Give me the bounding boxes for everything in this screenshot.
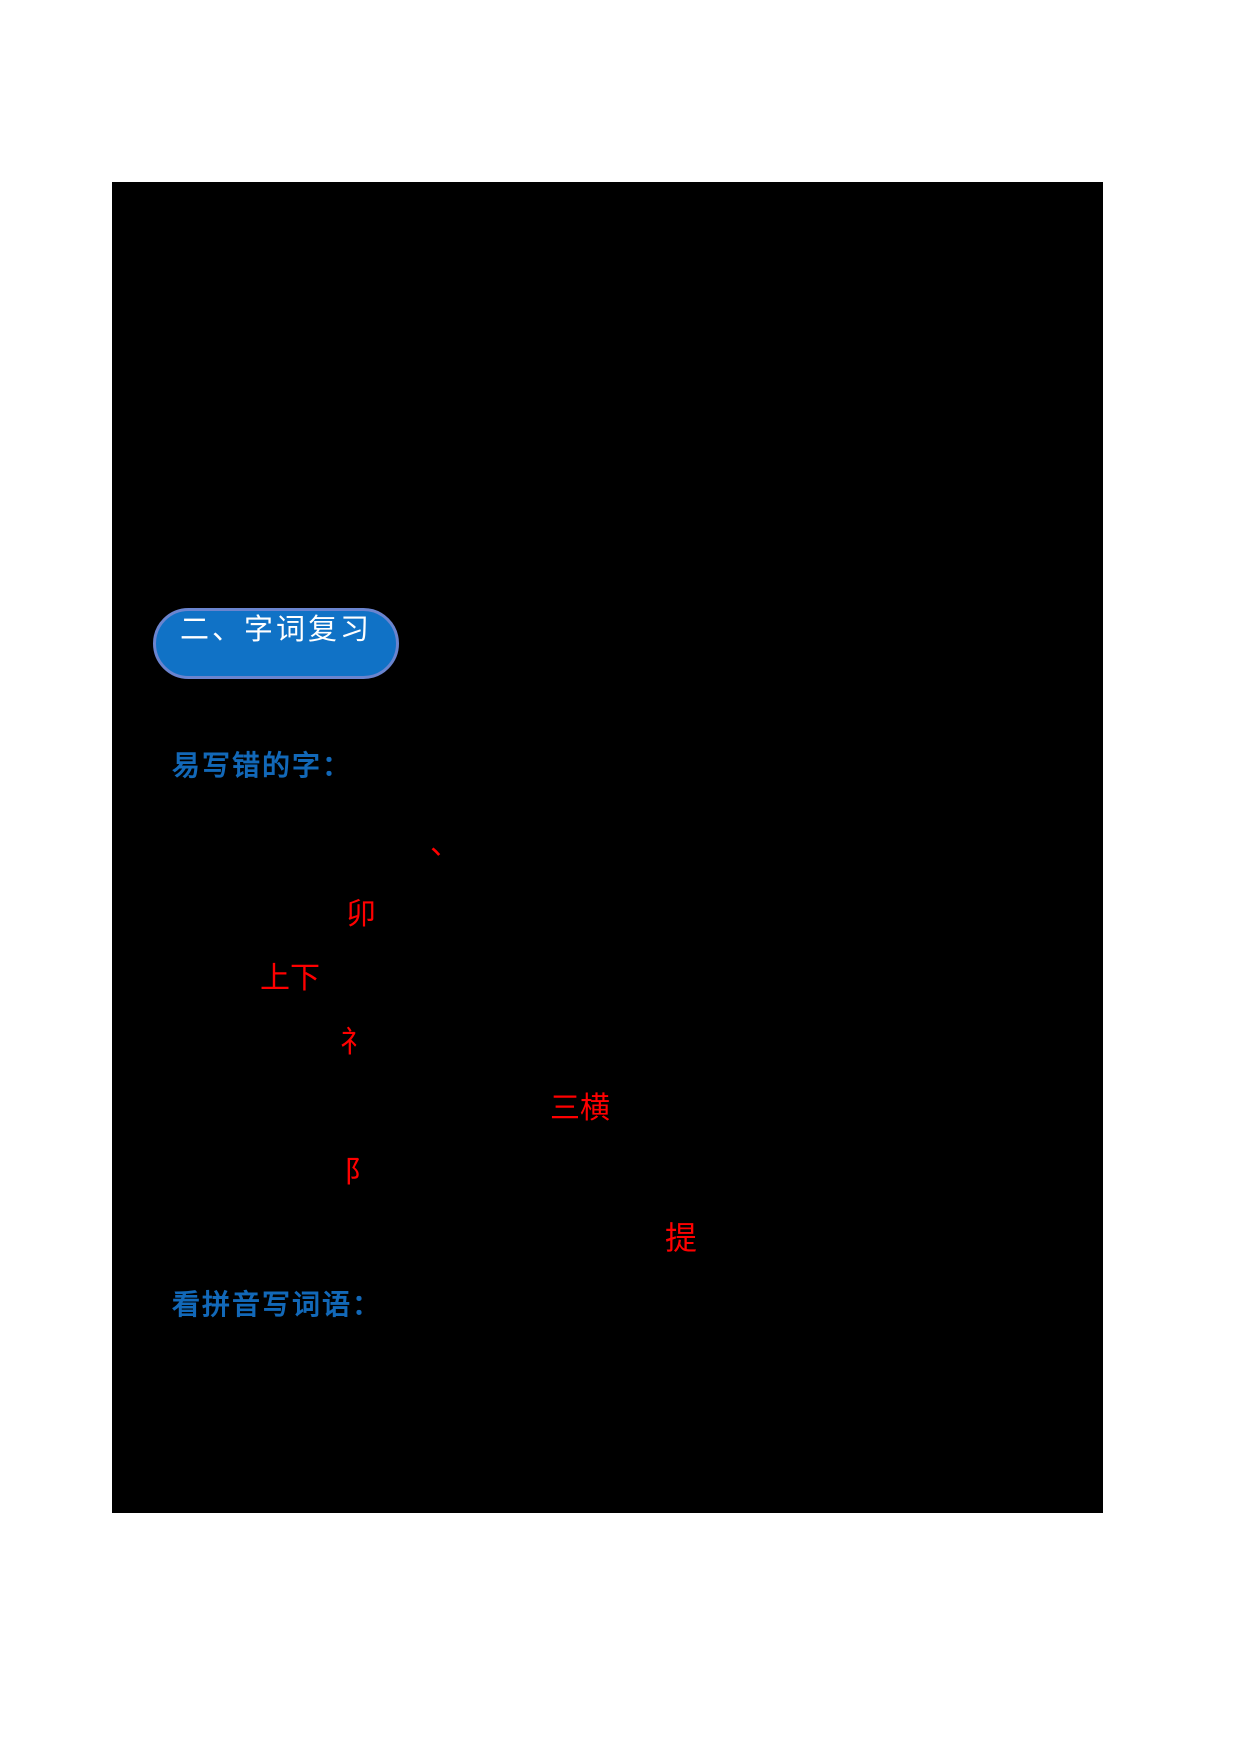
red-annotation-fu-radical: 阝: [344, 1155, 374, 1190]
red-annotation-sanheng: 三横: [550, 1091, 610, 1126]
section-banner: 二、字词复习: [153, 608, 399, 679]
section-banner-label: 二、字词复习: [179, 614, 372, 646]
content-black-region: 二、字词复习 易写错的字： 、 卯 上下 礻 三横 阝 提 看拼音写词语：: [112, 182, 1103, 1513]
red-annotation-dot-stroke: 、: [430, 827, 460, 862]
red-annotation-shangxia: 上下: [260, 961, 320, 996]
red-annotation-mao: 卯: [346, 897, 376, 932]
red-annotation-shi-radical: 礻: [340, 1025, 370, 1060]
red-annotation-ti: 提: [665, 1219, 698, 1257]
heading-pinyin-words: 看拼音写词语：: [172, 1290, 383, 1321]
heading-error-prone-characters: 易写错的字：: [172, 751, 353, 782]
